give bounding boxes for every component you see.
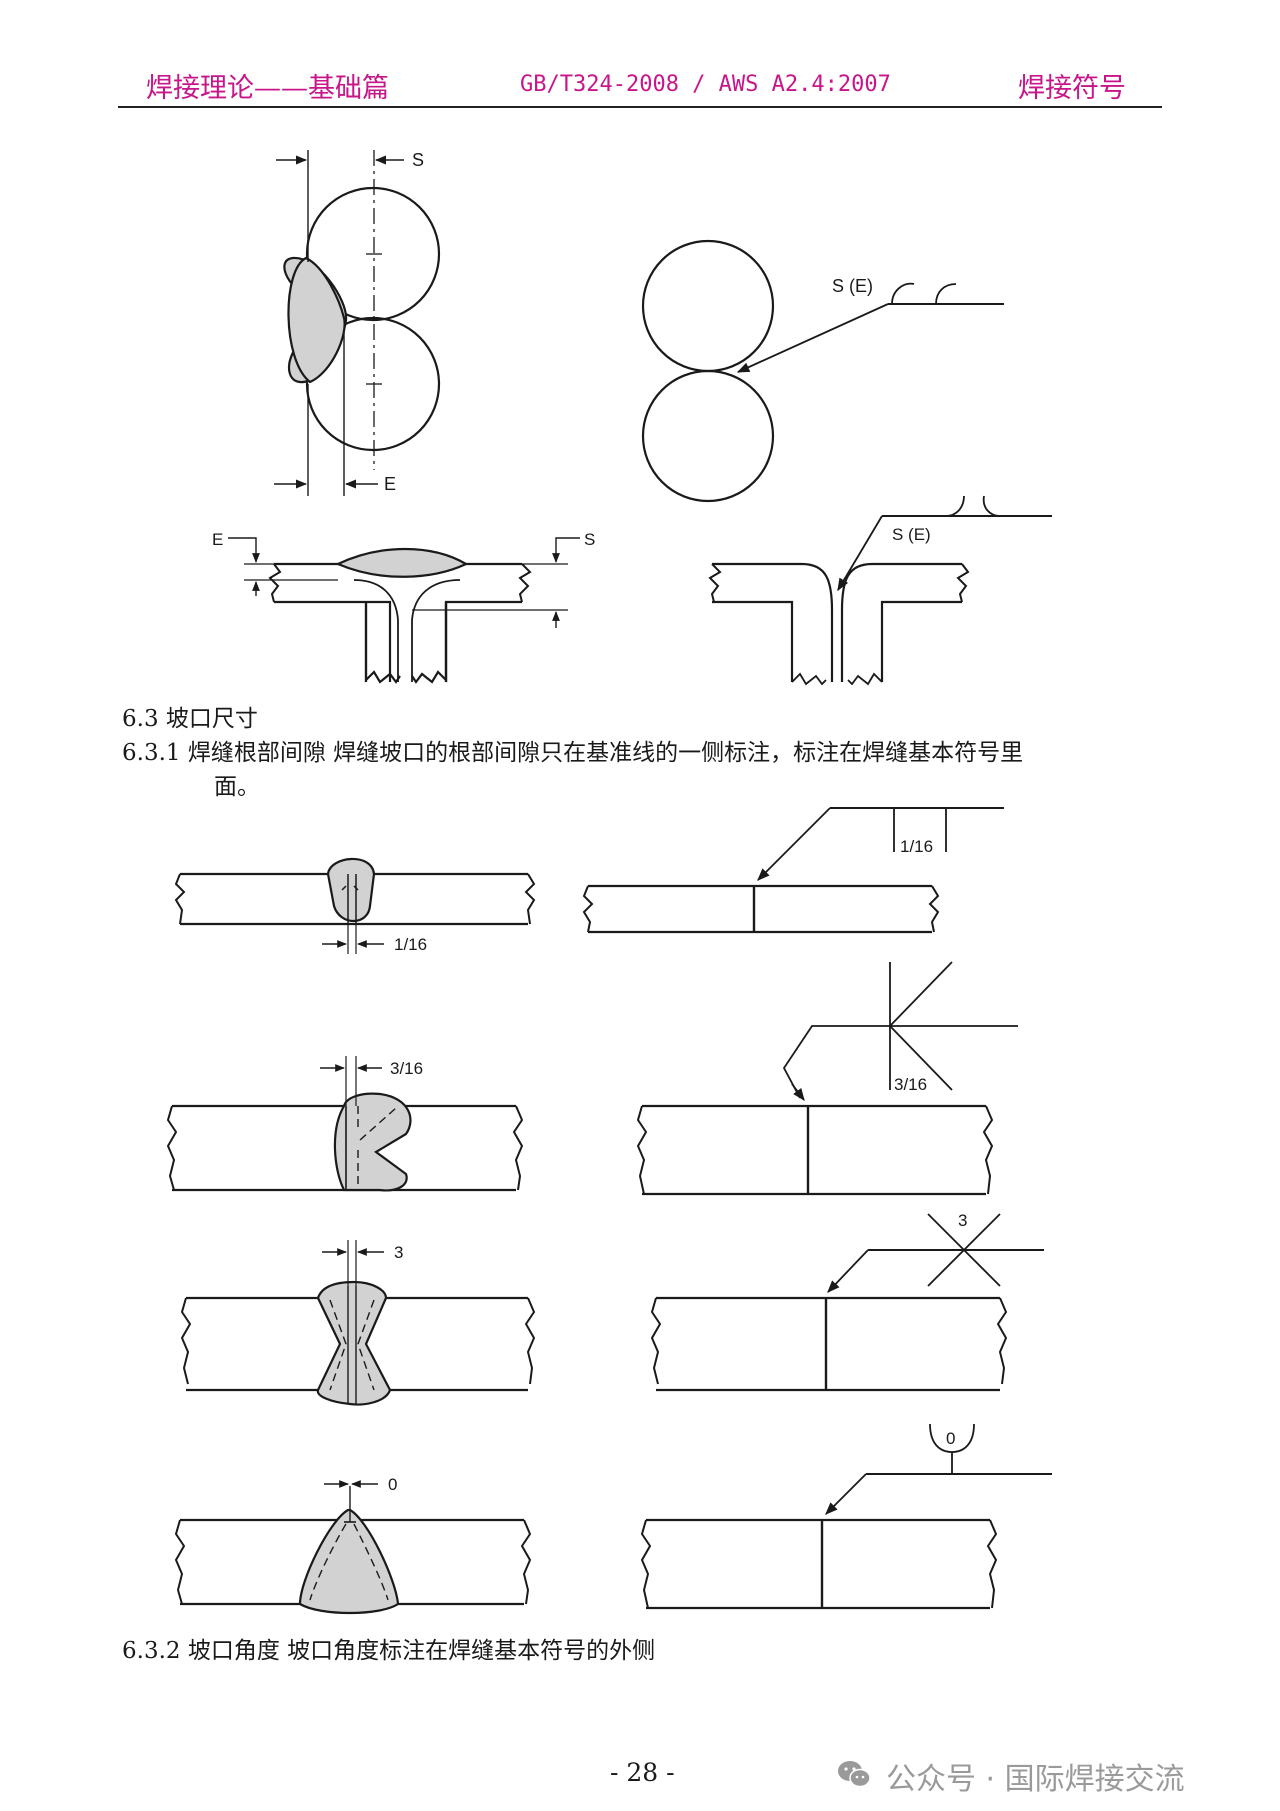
gap1-dim-label: 1/16 — [394, 935, 427, 954]
section-6-3-heading: 6.3 坡口尺寸 — [122, 706, 258, 732]
gap3-dim-label: 3 — [394, 1243, 403, 1262]
header-rule — [118, 106, 1162, 108]
symbol-upper-bar — [641, 239, 775, 373]
gap4-symbol-label: 0 — [946, 1429, 955, 1448]
gap3-symbol-label: 3 — [958, 1211, 967, 1230]
section-6-3-1-line1: 6.3.1 焊缝根部间隙 焊缝坡口的根部间隙只在基准线的一侧标注，标注在焊缝基本… — [122, 740, 1024, 766]
gap-row3-symbol — [650, 1213, 1044, 1392]
page-number: - 28 - — [610, 1758, 675, 1787]
gap1-symbol-label: 1/16 — [900, 837, 933, 856]
t-dim-label-s: S — [584, 530, 595, 549]
t-dim-label-e: E — [212, 530, 223, 549]
gap2-dim-label: 3/16 — [390, 1059, 423, 1078]
arrow-line — [736, 303, 889, 373]
gap-row3-section — [180, 1240, 536, 1406]
symbol-text-se: S (E) — [832, 276, 873, 296]
t-flare-dimension-figure — [228, 537, 580, 684]
header-right-title: 焊接符号 — [1018, 73, 1126, 104]
upper-bar-circle — [305, 186, 441, 322]
gap-row4-section — [174, 1480, 532, 1615]
t-arrow-line — [837, 515, 883, 592]
symbol-lower-bar — [641, 369, 775, 503]
flare-bars-dimension-figure — [274, 150, 441, 496]
t-symbol-text-se: S (E) — [892, 525, 931, 544]
t-flare-symbol-left — [945, 495, 965, 517]
gap-row1-section — [174, 857, 536, 954]
section-6-3-2-text: 6.3.2 坡口角度 坡口角度标注在焊缝基本符号的外侧 — [122, 1638, 656, 1664]
flare-symbol-left — [891, 282, 915, 305]
header-left-title: 焊接理论——基础篇 — [146, 73, 389, 104]
gap2-symbol-label: 3/16 — [894, 1075, 927, 1094]
gap-row2-section — [166, 1056, 524, 1192]
watermark-text: 公众号 · 国际焊接交流 — [886, 1762, 1185, 1797]
gap-row4-symbol — [640, 1423, 1052, 1610]
flare-symbol-right — [935, 283, 957, 305]
dim-label-e: E — [384, 474, 396, 494]
header-center-standard: GB/T324-2008 / AWS A2.4:2007 — [520, 72, 891, 97]
gap-row2-symbol — [636, 961, 1018, 1196]
lower-bar-circle — [305, 316, 441, 452]
gap4-dim-label: 0 — [388, 1475, 397, 1494]
gap-row1-symbol — [582, 807, 1004, 934]
wechat-icon — [836, 1758, 872, 1790]
t-flare-symbol-figure — [708, 495, 1052, 686]
dim-label-s: S — [412, 150, 424, 170]
flare-bars-symbol-figure — [641, 239, 1004, 503]
t-flare-symbol-right — [982, 495, 1001, 517]
section-6-3-1-line2: 面。 — [214, 774, 260, 800]
